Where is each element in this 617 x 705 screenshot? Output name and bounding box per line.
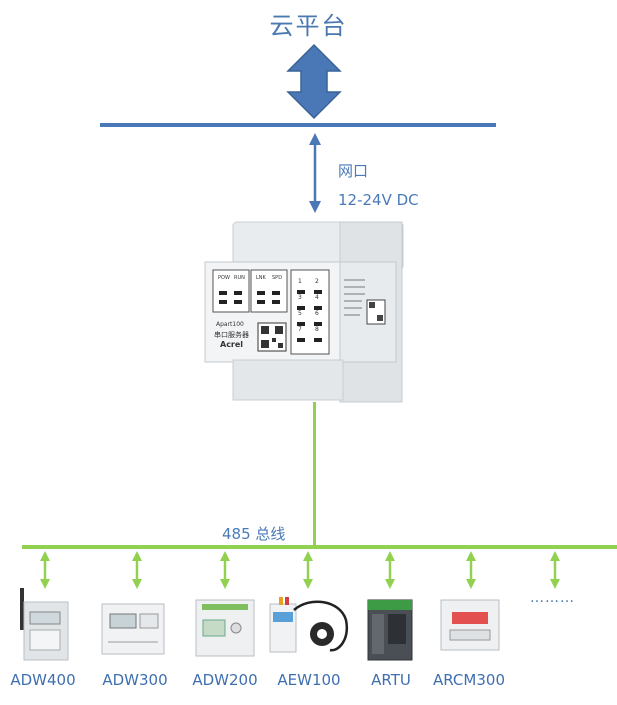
port-number: 6 xyxy=(315,310,319,317)
port-number: 1 xyxy=(298,278,302,285)
port-number: 8 xyxy=(315,326,319,333)
device-label-adw200: ADW200 xyxy=(192,671,258,689)
port-number: 3 xyxy=(298,294,302,301)
led-label-spd: SPD xyxy=(272,275,283,281)
serial-server-device xyxy=(204,221,404,403)
arrow-aew100 xyxy=(303,551,313,589)
uplink-arrow xyxy=(309,133,321,213)
device-model-name: Apart100 xyxy=(216,321,244,328)
arrow-adw300 xyxy=(132,551,142,589)
device-image-adw300 xyxy=(101,603,165,655)
network-line xyxy=(100,123,496,127)
arrow-adw200 xyxy=(220,551,230,589)
arrow-arcm300 xyxy=(466,551,476,589)
port-number: 7 xyxy=(298,326,302,333)
cloud-double-arrow xyxy=(286,43,342,120)
cloud-platform-title: 云平台 xyxy=(269,12,348,40)
device-image-adw200 xyxy=(195,599,255,657)
device-arrows xyxy=(40,551,560,589)
device-label-artu: ARTU xyxy=(371,671,411,689)
arrow-artu xyxy=(385,551,395,589)
device-label-adw300: ADW300 xyxy=(102,671,168,689)
device-label-aew100: AEW100 xyxy=(277,671,341,689)
device-image-aew100 xyxy=(269,597,349,653)
led-label-lnk: LNK xyxy=(256,275,266,281)
device-label-adw400: ADW400 xyxy=(10,671,76,689)
voltage-label: 12-24V DC xyxy=(338,191,419,209)
device-to-bus-line xyxy=(313,402,316,548)
device-subtitle: 串口服务器 xyxy=(214,331,249,339)
brand-logo: Acrel xyxy=(220,340,244,349)
port-number: 2 xyxy=(315,278,319,285)
device-image-arcm300 xyxy=(440,599,500,651)
port-number: 5 xyxy=(298,310,302,317)
device-label-arcm300: ARCM300 xyxy=(433,671,505,689)
port-number: 4 xyxy=(315,294,319,301)
device-image-adw400 xyxy=(20,588,69,661)
rs485-bus-line xyxy=(22,545,617,549)
arrow-more xyxy=(550,551,560,589)
more-devices-indicator: ……… xyxy=(530,590,575,606)
device-image-artu xyxy=(367,599,413,661)
network-port-label: 网口 xyxy=(338,162,369,180)
arrow-adw400 xyxy=(40,551,50,589)
led-label-run: RUN xyxy=(234,275,245,281)
rs485-bus-label: 485 总线 xyxy=(222,525,286,543)
led-label-pow: POW xyxy=(218,275,230,281)
